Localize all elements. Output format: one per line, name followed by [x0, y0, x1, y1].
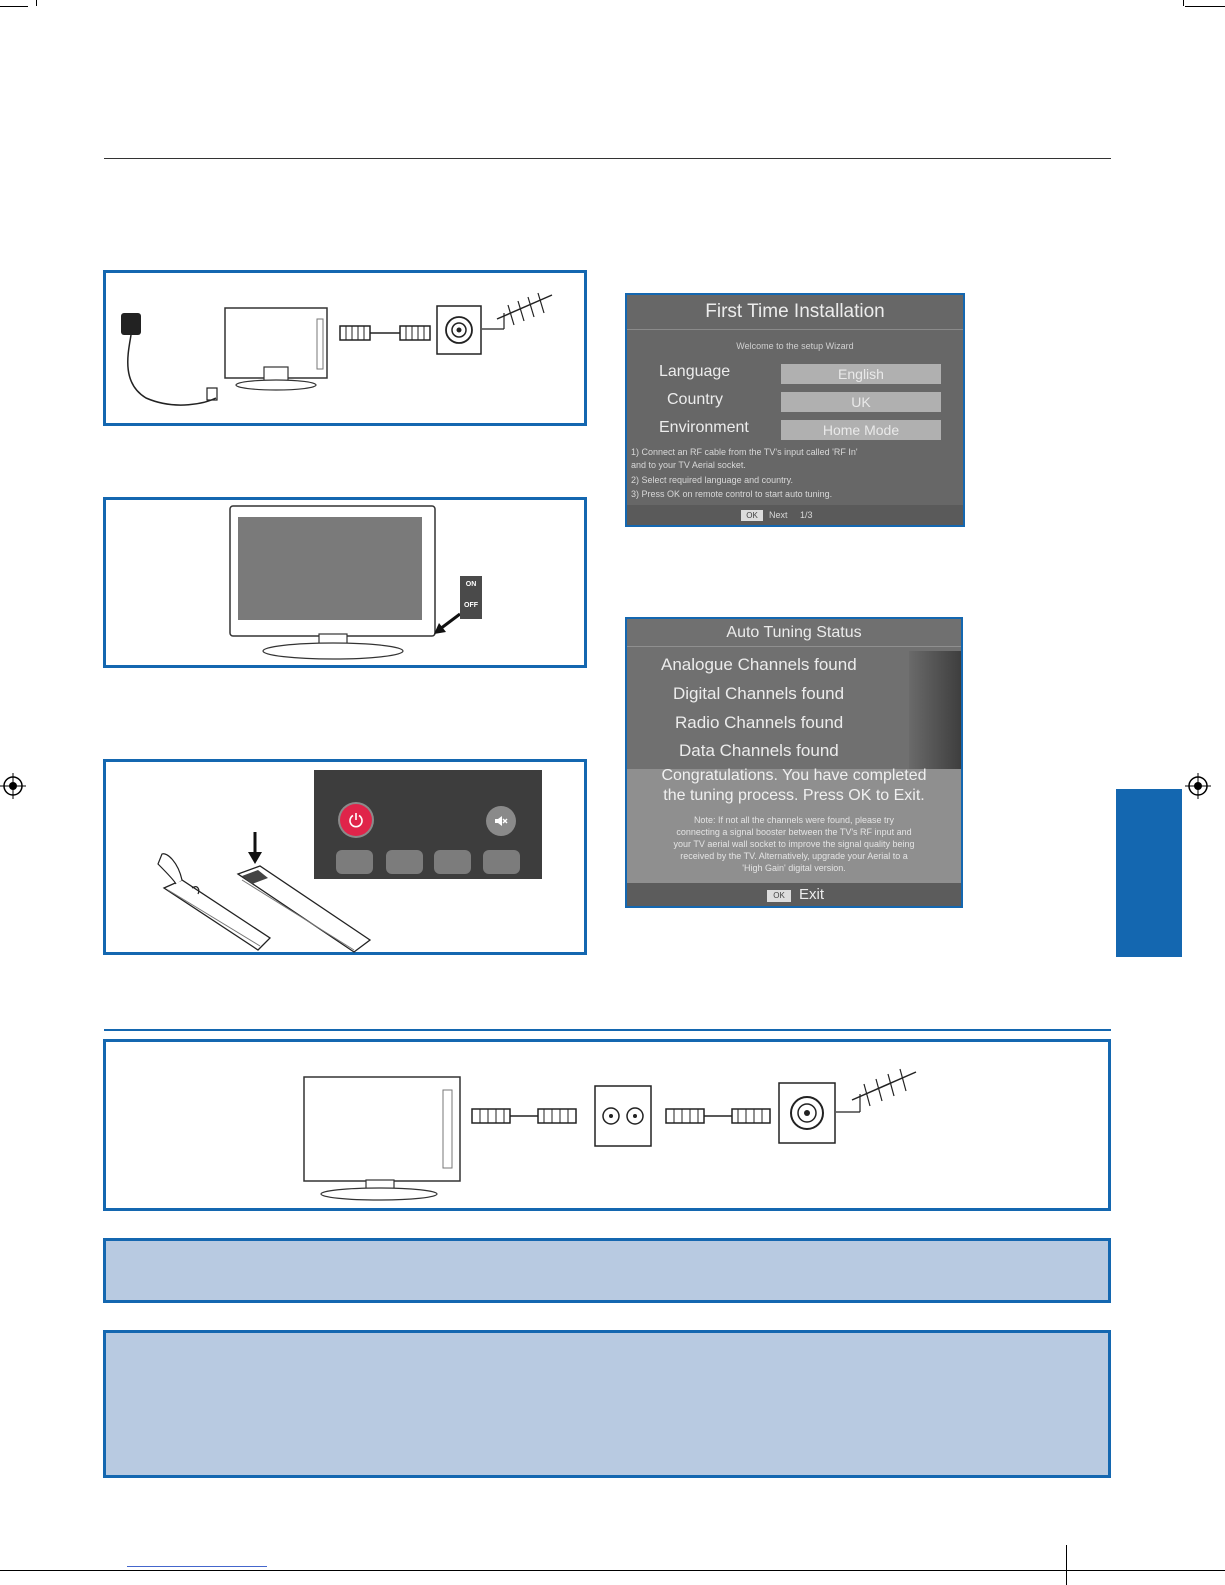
- link-underline: [127, 1566, 267, 1567]
- congratulations-panel: [627, 769, 961, 883]
- instruction-line: and to your TV Aerial socket.: [631, 460, 746, 470]
- crop-mark: [1185, 6, 1225, 7]
- power-adapter-icon: [121, 313, 218, 406]
- osd-title-divider: [627, 646, 961, 647]
- switch-on-label: ON: [465, 581, 477, 588]
- osd-subtitle: Welcome to the setup Wizard: [736, 341, 854, 351]
- registration-mark-icon: [0, 773, 26, 799]
- instruction-line: 3) Press OK on remote control to start a…: [631, 489, 833, 499]
- instruction-line: 2) Select required language and country.: [631, 475, 793, 485]
- analogue-channels-label: Analogue Channels found: [661, 655, 857, 674]
- congratulations-line: Congratulations. You have completed: [661, 767, 927, 784]
- remote-key-1[interactable]: [336, 850, 373, 874]
- switch-off-label: OFF: [464, 602, 478, 609]
- instruction-line: 1) Connect an RF cable from the TV's inp…: [631, 447, 858, 457]
- mute-icon: [495, 816, 508, 826]
- section-rule: [104, 1029, 1111, 1031]
- panel-power-on: ON OFF: [103, 497, 587, 668]
- radio-channels-label: Radio Channels found: [675, 713, 844, 732]
- environment-value[interactable]: Home Mode: [781, 420, 941, 440]
- panel-remote-control: [103, 759, 587, 955]
- panel-booster-connection: [103, 1039, 1111, 1211]
- osd-footer: [627, 883, 961, 906]
- country-value[interactable]: UK: [781, 392, 941, 412]
- arrow-icon: [434, 612, 461, 634]
- note-box: [103, 1238, 1111, 1303]
- osd-title-divider: [627, 329, 963, 330]
- coax-cable-icon: [339, 325, 431, 341]
- tuning-note-line: Note: If not all the channels were found…: [693, 815, 895, 825]
- power-switch[interactable]: ON OFF: [460, 576, 482, 619]
- coax-cable-icon: [471, 1108, 577, 1124]
- crop-mark: [0, 6, 28, 7]
- header-rule: [104, 158, 1111, 159]
- ok-key-icon: OK: [767, 890, 791, 902]
- crop-mark: [1183, 0, 1184, 6]
- language-value[interactable]: English: [781, 364, 941, 384]
- registration-mark-icon: [1185, 773, 1211, 799]
- panel-connect-aerial: [103, 270, 587, 426]
- mute-button[interactable]: [486, 806, 516, 836]
- aerial-socket-icon: [436, 305, 482, 355]
- country-label: Country: [667, 391, 724, 408]
- osd-title: Auto Tuning Status: [726, 624, 862, 641]
- remote-hand-icon: [157, 832, 372, 953]
- note-box-large: [103, 1330, 1111, 1478]
- environment-label: Environment: [659, 419, 749, 436]
- tuning-note-line: connecting a signal booster between the …: [676, 827, 912, 837]
- crop-mark: [1066, 1545, 1067, 1585]
- tv-icon: [229, 505, 436, 660]
- osd-footer-text: Next 1/3: [769, 510, 813, 520]
- osd-footer: [627, 505, 963, 525]
- data-channels-label: Data Channels found: [679, 741, 839, 760]
- antenna-icon: [482, 292, 553, 330]
- exit-label: Exit: [799, 886, 825, 903]
- coax-cable-icon: [665, 1108, 771, 1124]
- language-label: Language: [659, 363, 731, 380]
- channel-count-column: [909, 651, 961, 769]
- tv-icon: [224, 307, 328, 391]
- first-time-installation-screen: First Time Installation Welcome to the s…: [625, 293, 965, 527]
- remote-closeup: [314, 770, 542, 879]
- osd-title: First Time Installation: [705, 301, 885, 322]
- auto-tuning-status-screen: Auto Tuning Status Analogue Channels fou…: [625, 617, 963, 908]
- tuning-note-line: your TV aerial wall socket to improve th…: [673, 839, 915, 849]
- power-button[interactable]: [340, 804, 372, 836]
- tv-icon: [303, 1076, 461, 1201]
- power-icon: [349, 813, 363, 828]
- crop-mark: [0, 1570, 1225, 1571]
- antenna-icon: [836, 1068, 917, 1113]
- congratulations-line: the tuning process. Press OK to Exit.: [663, 787, 925, 804]
- remote-key-3[interactable]: [434, 850, 471, 874]
- digital-channels-label: Digital Channels found: [673, 684, 845, 703]
- remote-key-2[interactable]: [386, 850, 423, 874]
- ok-key-icon: OK: [741, 510, 763, 521]
- signal-booster-icon: [594, 1085, 652, 1147]
- crop-mark: [36, 0, 37, 6]
- remote-key-4[interactable]: [483, 850, 520, 874]
- aerial-socket-icon: [778, 1082, 836, 1144]
- tuning-note-line: 'High Gain' digital version.: [742, 863, 846, 873]
- tuning-note-line: received by the TV. Alternatively, upgra…: [680, 851, 908, 861]
- section-tab: [1116, 789, 1182, 957]
